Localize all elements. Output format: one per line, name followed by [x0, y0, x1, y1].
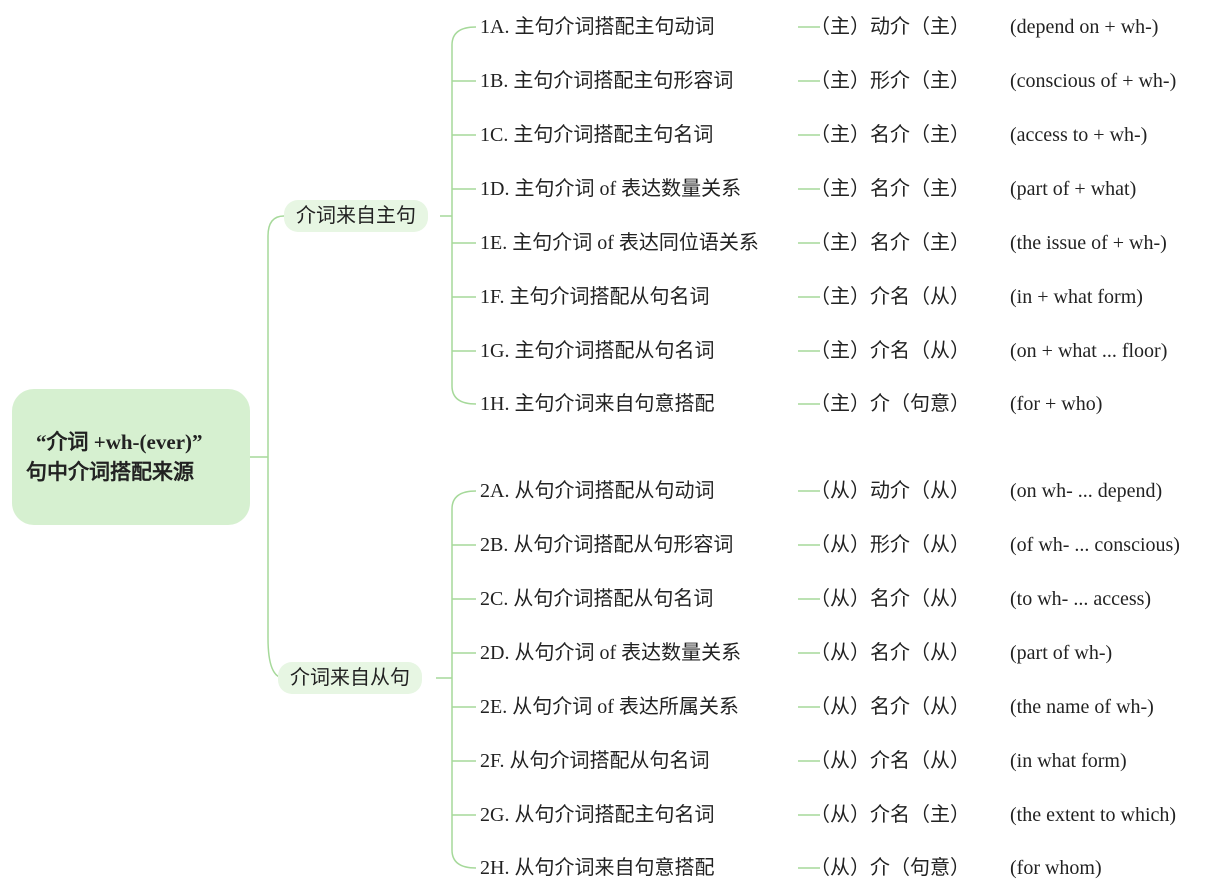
leaf-label: 1A. 主句介词搭配主句动词 — [480, 16, 715, 38]
leaf-example: (of wh- ... conscious) — [1010, 534, 1180, 556]
leaf-pattern: （从）名介（从） — [810, 696, 970, 718]
leaf-label: 2B. 从句介词搭配从句形容词 — [480, 534, 734, 556]
leaf-label: 1F. 主句介词搭配从句名词 — [480, 286, 710, 308]
leaf-example: (in what form) — [1010, 750, 1127, 772]
leaf-1b: 1B. 主句介词搭配主句形容词 （主）形介（主） (conscious of +… — [0, 65, 1219, 97]
leaf-label: 1C. 主句介词搭配主句名词 — [480, 124, 714, 146]
leaf-2b: 2B. 从句介词搭配从句形容词 （从）形介（从） (of wh- ... con… — [0, 529, 1219, 561]
root-topic: “介词 +wh-(ever)” 句中介词搭配来源 — [12, 389, 250, 525]
leaf-1e: 1E. 主句介词 of 表达同位语关系 （主）名介（主） (the issue … — [0, 227, 1219, 259]
leaf-pattern: （从）名介（从） — [810, 642, 970, 664]
leaf-label: 1B. 主句介词搭配主句形容词 — [480, 70, 734, 92]
leaf-example: (in + what form) — [1010, 286, 1143, 308]
leaf-example: (part of + what) — [1010, 178, 1137, 200]
leaf-pattern: （从）名介（从） — [810, 588, 970, 610]
leaf-example: (part of wh-) — [1010, 642, 1113, 664]
leaf-pattern: （从）动介（从） — [810, 480, 970, 502]
leaf-pattern: （主）形介（主） — [810, 70, 970, 92]
leaf-1h: 1H. 主句介词来自句意搭配 （主）介（句意） (for + who) — [0, 388, 1219, 420]
leaf-example: (on wh- ... depend) — [1010, 480, 1163, 502]
leaf-2d: 2D. 从句介词 of 表达数量关系 （从）名介（从） (part of wh-… — [0, 637, 1219, 669]
leaf-label: 2E. 从句介词 of 表达所属关系 — [480, 696, 739, 718]
leaf-pattern: （主）介名（从） — [810, 340, 970, 362]
leaf-label: 2H. 从句介词来自句意搭配 — [480, 857, 715, 879]
root-title-line1: “介词 +wh-(ever)” — [36, 430, 203, 454]
leaf-example: (for whom) — [1010, 857, 1102, 879]
branch-main-clause: 介词来自主句 — [284, 200, 428, 232]
leaf-pattern: （主）名介（主） — [810, 178, 970, 200]
leaf-pattern: （从）介（句意） — [810, 857, 970, 879]
leaf-pattern: （主）动介（主） — [810, 16, 970, 38]
leaf-2c: 2C. 从句介词搭配从句名词 （从）名介（从） (to wh- ... acce… — [0, 583, 1219, 615]
leaf-example: (the name of wh-) — [1010, 696, 1154, 718]
leaf-1d: 1D. 主句介词 of 表达数量关系 （主）名介（主） (part of + w… — [0, 173, 1219, 205]
leaf-label: 1G. 主句介词搭配从句名词 — [480, 340, 715, 362]
leaf-pattern: （主）介名（从） — [810, 286, 970, 308]
leaf-1f: 1F. 主句介词搭配从句名词 （主）介名（从） (in + what form) — [0, 281, 1219, 313]
leaf-label: 1E. 主句介词 of 表达同位语关系 — [480, 232, 759, 254]
leaf-pattern: （主）名介（主） — [810, 124, 970, 146]
leaf-2a: 2A. 从句介词搭配从句动词 （从）动介（从） (on wh- ... depe… — [0, 475, 1219, 507]
leaf-example: (for + who) — [1010, 393, 1103, 415]
leaf-1c: 1C. 主句介词搭配主句名词 （主）名介（主） (access to + wh-… — [0, 119, 1219, 151]
leaf-label: 2C. 从句介词搭配从句名词 — [480, 588, 714, 610]
leaf-pattern: （主）介（句意） — [810, 393, 970, 415]
leaf-pattern: （从）形介（从） — [810, 534, 970, 556]
leaf-2g: 2G. 从句介词搭配主句名词 （从）介名（主） (the extent to w… — [0, 799, 1219, 831]
root-title-line2: 句中介词搭配来源 — [26, 460, 194, 484]
leaf-example: (conscious of + wh-) — [1010, 70, 1177, 92]
leaf-1g: 1G. 主句介词搭配从句名词 （主）介名（从） (on + what ... f… — [0, 335, 1219, 367]
leaf-example: (the extent to which) — [1010, 804, 1177, 826]
leaf-pattern: （从）介名（从） — [810, 750, 970, 772]
leaf-label: 1H. 主句介词来自句意搭配 — [480, 393, 715, 415]
leaf-example: (depend on + wh-) — [1010, 16, 1159, 38]
branch-sub-clause: 介词来自从句 — [278, 662, 422, 694]
leaf-example: (the issue of + wh-) — [1010, 232, 1167, 254]
leaf-pattern: （从）介名（主） — [810, 804, 970, 826]
leaf-label: 2F. 从句介词搭配从句名词 — [480, 750, 710, 772]
leaf-label: 1D. 主句介词 of 表达数量关系 — [480, 178, 742, 200]
leaf-label: 2G. 从句介词搭配主句名词 — [480, 804, 715, 826]
leaf-2f: 2F. 从句介词搭配从句名词 （从）介名（从） (in what form) — [0, 745, 1219, 777]
leaf-2h: 2H. 从句介词来自句意搭配 （从）介（句意） (for whom) — [0, 852, 1219, 884]
leaf-label: 2A. 从句介词搭配从句动词 — [480, 480, 715, 502]
leaf-pattern: （主）名介（主） — [810, 232, 970, 254]
leaf-2e: 2E. 从句介词 of 表达所属关系 （从）名介（从） (the name of… — [0, 691, 1219, 723]
leaf-example: (to wh- ... access) — [1010, 588, 1152, 610]
leaf-example: (access to + wh-) — [1010, 124, 1148, 146]
leaf-example: (on + what ... floor) — [1010, 340, 1168, 362]
leaf-label: 2D. 从句介词 of 表达数量关系 — [480, 642, 742, 664]
leaf-1a: 1A. 主句介词搭配主句动词 （主）动介（主） (depend on + wh-… — [0, 11, 1219, 43]
